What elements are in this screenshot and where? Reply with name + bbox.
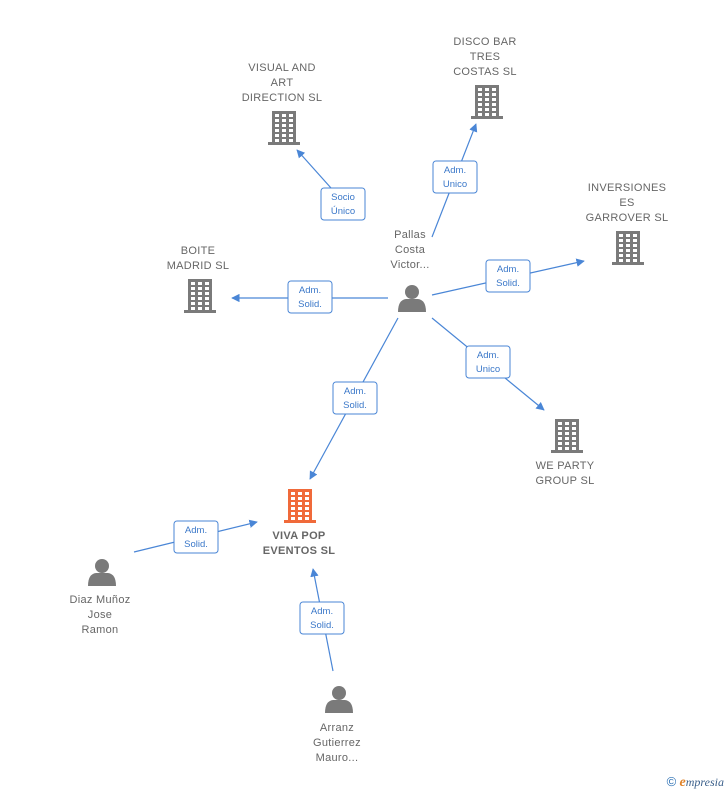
role-badge-box [432,160,478,194]
node-label: VIVA POP [272,530,325,542]
node-label: GROUP SL [535,475,594,487]
person-icon [325,686,353,713]
role-badge-text: Socio [331,192,355,203]
node-label: Victor... [390,259,429,271]
role-badge[interactable]: Adm. Solid. [332,381,378,415]
building-icon [184,279,216,313]
role-badge-box [173,520,219,554]
role-badge-box [299,601,345,635]
role-badge-text: Solid. [298,299,322,310]
node-label: EVENTOS SL [263,545,335,557]
node-label: VISUAL AND [248,62,315,74]
brand-logo-initial: e [679,775,686,790]
role-badge-box [320,187,366,221]
node-label: ART [271,77,294,89]
building-icon [268,111,300,145]
role-badge[interactable]: Adm. Solid. [287,280,333,314]
role-badge[interactable]: Adm. Solid. [485,259,531,293]
copyright-footer: © empresia [667,774,724,791]
role-badge-text: Solid. [496,278,520,289]
node-pallas[interactable]: PallasCostaVictor... [390,229,429,312]
node-label: Ramon [82,624,119,636]
brand-logo-text: mpresia [685,775,724,789]
role-badge-text: Solid. [310,620,334,631]
person-icon [88,559,116,586]
badges-layer: SocioÚnicoAdm.UnicoAdm.Solid.Adm.Solid.A… [173,160,531,635]
role-badge-text: Adm. [185,525,207,536]
node-label: WE PARTY [536,460,595,472]
node-label: ES [619,197,634,209]
role-badge-box [465,345,511,379]
role-badge[interactable]: Adm. Unico [465,345,511,379]
node-inversiones[interactable]: INVERSIONES ES GARROVER SL [586,182,669,265]
building-icon [284,489,316,523]
node-arranz[interactable]: ArranzGutierrezMauro... [313,686,361,764]
node-label: Costa [395,244,426,256]
building-icon [612,231,644,265]
node-label: Jose [88,609,112,621]
node-label: DIRECTION SL [242,92,323,104]
nodes-layer: VISUAL AND ART DIRECTION SL DISCO BAR TRES CO… [69,36,668,764]
node-label: TRES [470,51,501,63]
copyright-icon: © [666,774,677,789]
role-badge-text: Adm. [311,606,333,617]
node-viva-pop[interactable]: VIVA POP EVENTOS SL [263,489,335,557]
role-badge-box [332,381,378,415]
node-label: MADRID SL [167,260,230,272]
role-badge[interactable]: Adm. Solid. [299,601,345,635]
role-badge-text: Unico [476,364,500,375]
node-label: Diaz Muñoz [69,594,130,606]
person-icon [398,285,426,312]
node-label: Arranz [320,722,354,734]
role-badge-text: Único [331,206,355,217]
node-label: DISCO BAR [453,36,516,48]
node-disco-bar[interactable]: DISCO BAR TRES COSTAS SL [453,36,517,119]
role-badge[interactable]: Adm. Unico [432,160,478,194]
role-badge-text: Solid. [343,400,367,411]
node-we-party[interactable]: WE PARTY GROUP SL [535,419,594,487]
building-icon [551,419,583,453]
node-label: GARROVER SL [586,212,669,224]
node-boite[interactable]: BOITE MADRID SL [167,245,230,313]
role-badge[interactable]: Adm. Solid. [173,520,219,554]
node-label: COSTAS SL [453,66,517,78]
node-label: Mauro... [316,752,359,764]
role-badge-text: Adm. [299,285,321,296]
role-badge-box [287,280,333,314]
role-badge-text: Unico [443,179,467,190]
role-badge-text: Adm. [344,386,366,397]
role-badge-text: Adm. [444,165,466,176]
node-label: Pallas [394,229,426,241]
node-visual-art[interactable]: VISUAL AND ART DIRECTION SL [242,62,323,145]
role-badge-text: Solid. [184,539,208,550]
node-label: INVERSIONES [588,182,667,194]
role-badge-text: Adm. [497,264,519,275]
role-badge-text: Adm. [477,350,499,361]
building-icon [471,85,503,119]
node-label: Gutierrez [313,737,361,749]
edge-pallas-visual_art [296,149,332,189]
node-label: BOITE [181,245,216,257]
role-badge-box [485,259,531,293]
